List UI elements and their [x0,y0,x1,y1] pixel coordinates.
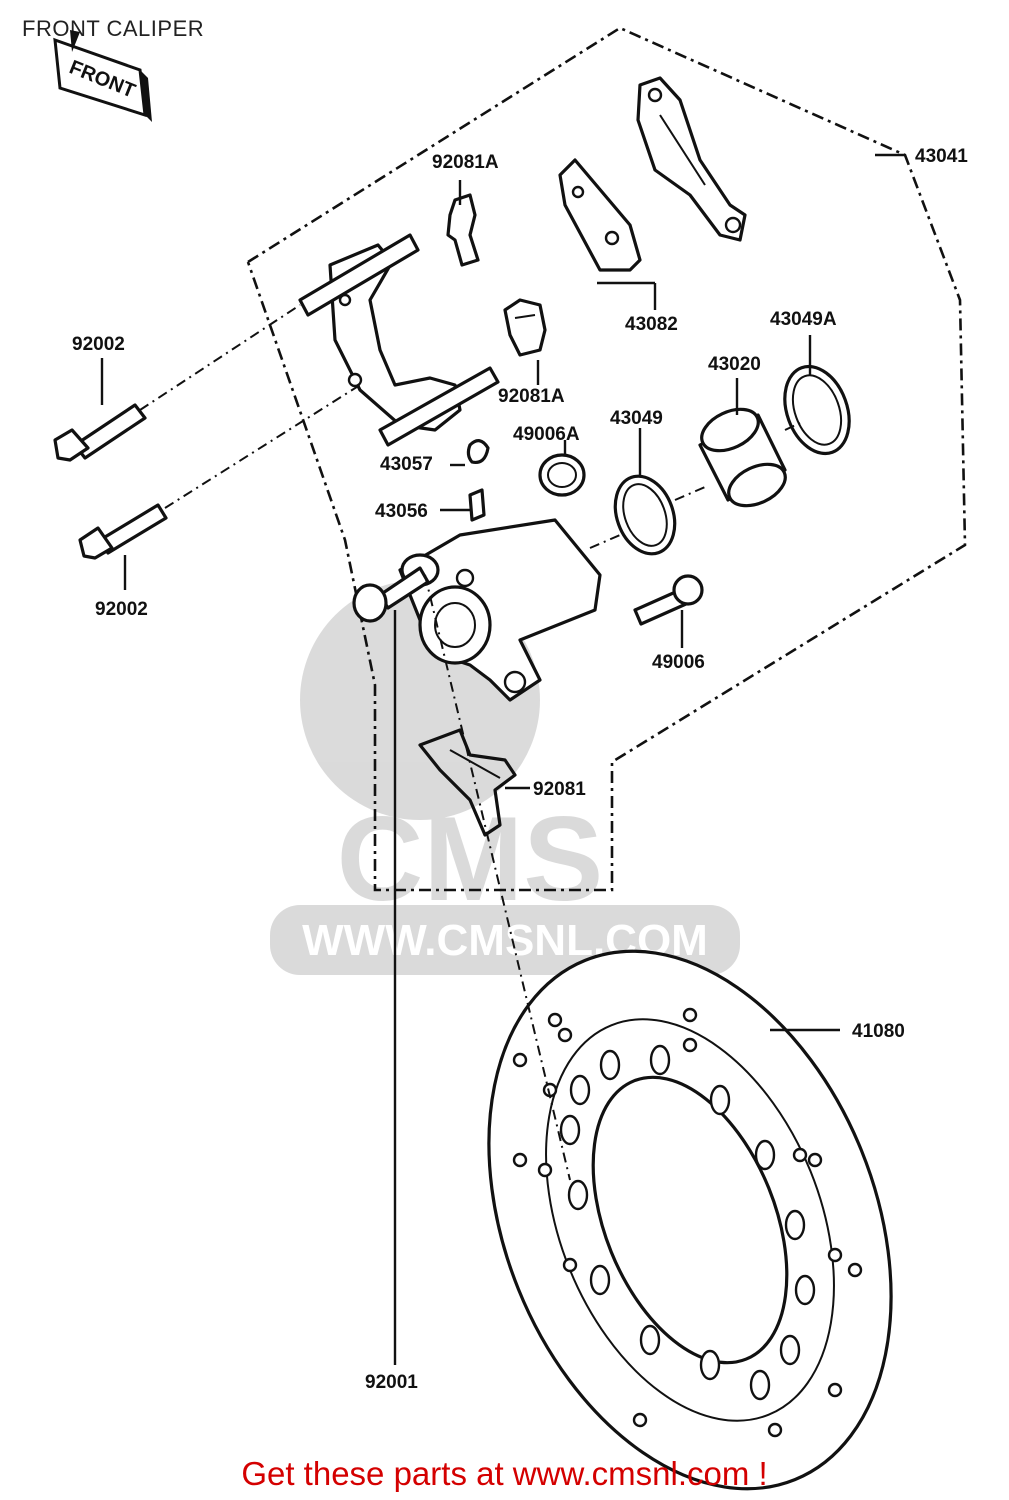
caliper-assembly-outline [246,26,967,892]
caliper-pin [633,574,704,626]
disc-holes [512,1007,863,1438]
label-43082: 43082 [625,314,678,335]
label-49006: 49006 [652,652,705,673]
label-49006a: 49006A [513,424,580,445]
label-43057: 43057 [380,454,433,475]
footer-link[interactable]: Get these parts at www.cmsnl.com ! [241,1455,768,1492]
bolt-92002-bottom [78,503,168,560]
dust-seal [783,364,851,456]
caliper-body [398,518,602,702]
label-92081: 92081 [533,779,586,800]
watermark-brand: CMS [337,792,604,926]
label-43041: 43041 [915,146,968,167]
bolt-92002-top [53,403,147,462]
label-43056: 43056 [375,501,428,522]
brake-disc [487,949,893,1491]
label-43049: 43049 [610,408,663,429]
pad-spring-bottom [418,728,517,837]
label-41080: 41080 [852,1021,905,1042]
bleeder-cap [466,439,490,465]
label-92081a-middle: 92081A [498,386,565,407]
label-43020: 43020 [708,354,761,375]
label-92002-top: 92002 [72,334,125,355]
part-labels: 43041 92081A 43082 43049A 92002 92081A 4… [72,146,968,1393]
leader-lines [100,153,905,1365]
pin-boot [538,453,586,497]
piston-seal [613,474,677,556]
label-92001: 92001 [365,1372,418,1393]
page-title: FRONT CALIPER [22,16,205,41]
caliper-bracket [298,233,500,447]
label-92081a-top: 92081A [432,152,499,173]
label-92002-bottom: 92002 [95,599,148,620]
brake-pad-outer [636,76,747,242]
disc-bolt [352,566,571,1181]
piston [698,407,787,508]
front-direction-tag: FRONT [53,30,152,122]
bleeder-valve [468,488,486,522]
label-43049a: 43049A [770,309,837,330]
pad-spring-top [446,193,480,267]
pad-spring-middle [503,298,547,357]
brake-pad-inner [558,158,642,272]
